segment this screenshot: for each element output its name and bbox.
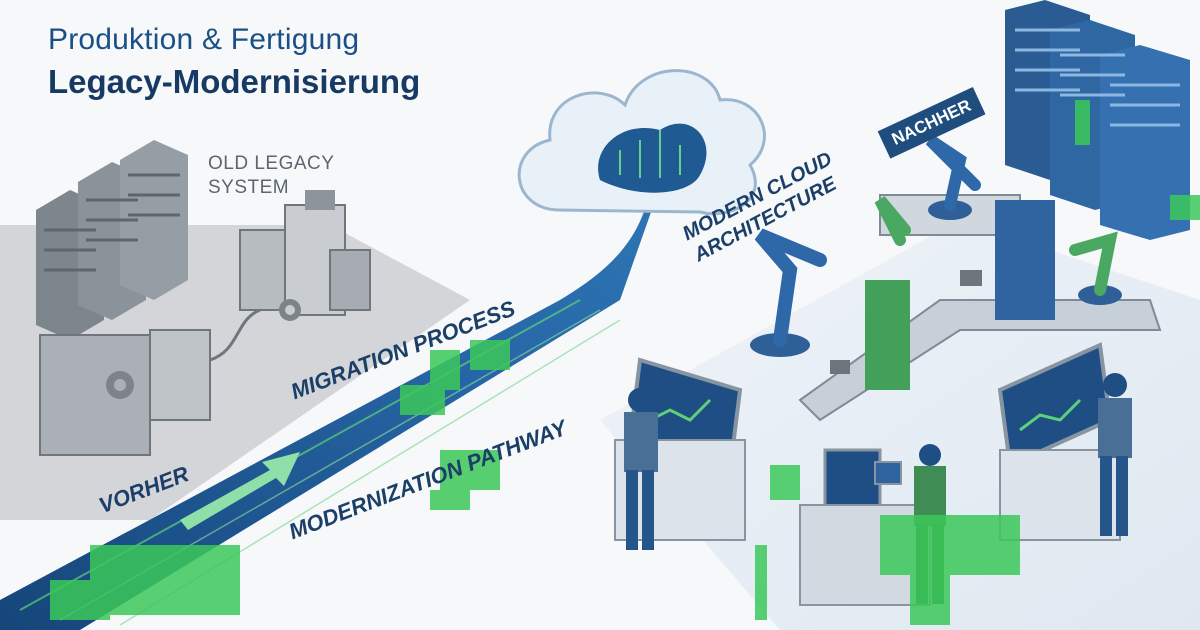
- gear-icon: [106, 299, 301, 399]
- page-header: Produktion & Fertigung Legacy-Modernisie…: [48, 22, 420, 102]
- legacy-system-label: OLD LEGACY SYSTEM: [208, 153, 335, 198]
- server-rack-icon: [36, 140, 188, 340]
- header-title: Legacy-Modernisierung: [48, 63, 421, 100]
- cloud-icon: [517, 69, 766, 216]
- server-rack-icon: [1005, 0, 1190, 240]
- data-block-decoration: [50, 100, 1200, 625]
- tablet-icon: [874, 461, 902, 485]
- migration-pathway: [0, 108, 680, 630]
- arrow-icon: [180, 452, 300, 530]
- robot-arm-icon: [750, 135, 1122, 357]
- industrial-machine-icon: [39, 190, 371, 456]
- header-subtitle: Produktion & Fertigung: [48, 23, 360, 56]
